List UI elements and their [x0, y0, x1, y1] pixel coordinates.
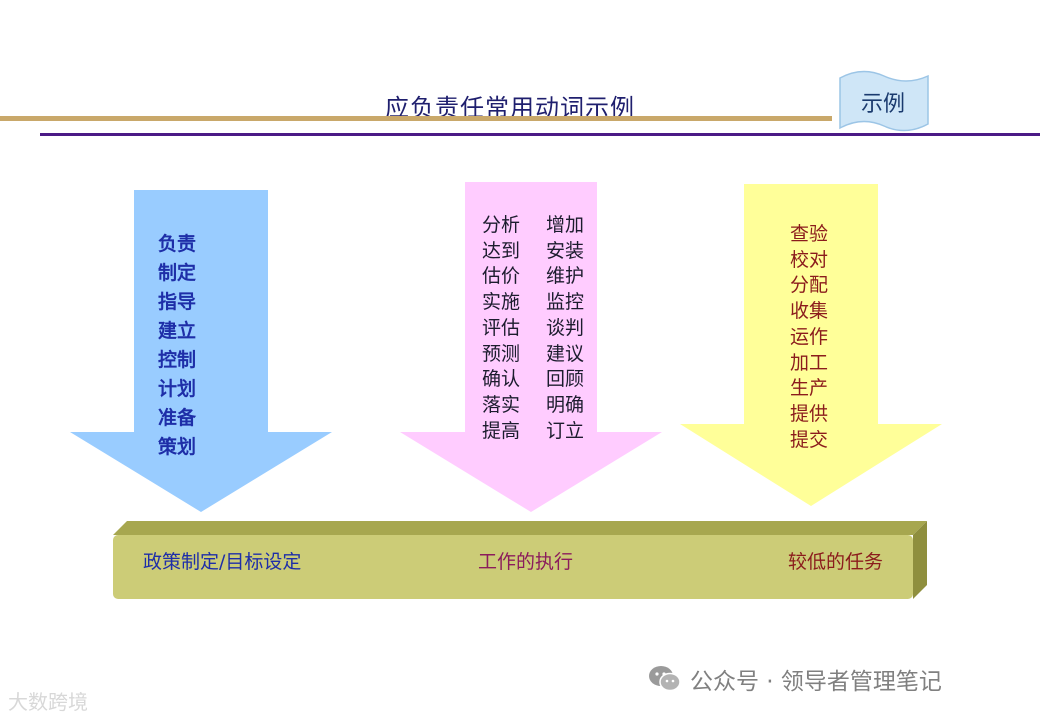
- flag-banner-icon: [839, 70, 929, 132]
- verb-item: 负责: [158, 233, 197, 255]
- verb-item: 建立: [158, 320, 197, 342]
- verb-item: 查验: [790, 223, 829, 245]
- task-level-bar: [113, 521, 927, 599]
- column-3-verbs: 查验 校对 分配 收集 运作 加工 生产 提供 提交: [790, 222, 828, 453]
- column-1-verbs: 负责 制定 指导 建立 控制 计划 准备 策划: [158, 230, 196, 462]
- verb-item: 订立: [546, 419, 585, 442]
- bar-label-low-tasks: 较低的任务: [788, 551, 884, 573]
- watermark: 大数跨境: [8, 690, 88, 714]
- arrow-yellow: [680, 184, 942, 506]
- verb-item: 收集: [790, 300, 829, 323]
- title-underline-purple: [40, 133, 1040, 136]
- bar-label-execution: 工作的执行: [478, 551, 574, 573]
- verb-item: 谈判: [546, 316, 585, 339]
- verb-item: 提高: [482, 419, 521, 442]
- verb-item: 提供: [790, 402, 829, 425]
- verb-item: 监控: [546, 291, 585, 314]
- verb-item: 分配: [790, 274, 829, 297]
- verb-item: 分析: [482, 214, 521, 236]
- verb-item: 计划: [158, 378, 197, 400]
- verb-item: 指导: [158, 291, 197, 313]
- verb-item: 校对: [790, 248, 829, 271]
- verb-item: 制定: [158, 262, 197, 284]
- bar-label-policy: 政策制定/目标设定: [143, 551, 302, 573]
- verb-item: 加工: [790, 351, 829, 374]
- verb-item: 策划: [158, 436, 197, 458]
- example-tag: 示例: [860, 92, 905, 117]
- verb-item: 控制: [158, 349, 197, 371]
- column-2-verbs-left: 分析 达到 估价 实施 评估 预测 确认 落实 提高: [482, 213, 520, 444]
- verb-item: 确认: [482, 368, 521, 391]
- arrow-blue: [70, 190, 332, 512]
- verb-item: 落实: [482, 393, 521, 416]
- verb-item: 维护: [546, 265, 585, 288]
- verb-item: 实施: [482, 291, 521, 314]
- verb-item: 达到: [482, 239, 521, 262]
- verb-item: 提交: [790, 428, 829, 451]
- arrow-pink: [400, 182, 662, 512]
- verb-item: 估价: [482, 265, 521, 288]
- column-2-verbs-right: 增加 安装 维护 监控 谈判 建议 回顾 明确 订立: [546, 213, 584, 444]
- verb-item: 生产: [790, 377, 829, 400]
- verb-item: 安装: [546, 239, 585, 262]
- verb-item: 准备: [158, 407, 197, 429]
- verb-item: 明确: [546, 393, 585, 416]
- footer-account: 公众号 · 领导者管理笔记: [690, 669, 942, 695]
- verb-item: 评估: [482, 316, 521, 339]
- verb-item: 预测: [482, 342, 521, 365]
- verb-item: 增加: [546, 214, 585, 236]
- title-underline-tan: [0, 116, 832, 121]
- verb-item: 建议: [546, 342, 585, 365]
- wechat-icon: [649, 666, 681, 692]
- verb-item: 运作: [790, 325, 829, 348]
- verb-item: 回顾: [546, 368, 585, 391]
